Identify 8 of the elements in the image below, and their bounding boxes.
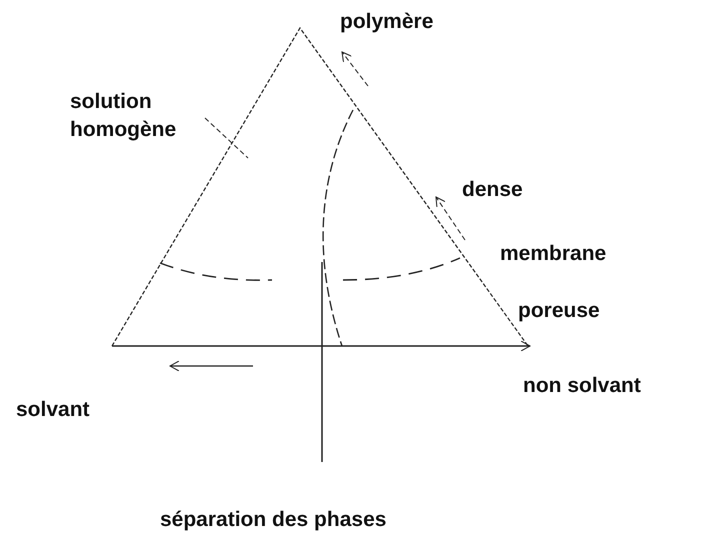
membrane-type-label: dense [462, 177, 523, 203]
component-label: polymère [340, 9, 434, 35]
component-label: non solvant [523, 373, 641, 399]
membrane-type-label: membrane [500, 241, 606, 267]
component-label: solvant [16, 397, 90, 423]
region-label: séparation des phases [160, 507, 386, 533]
region-label: solution homogène [70, 89, 178, 143]
membrane-type-label: poreuse [518, 298, 600, 324]
